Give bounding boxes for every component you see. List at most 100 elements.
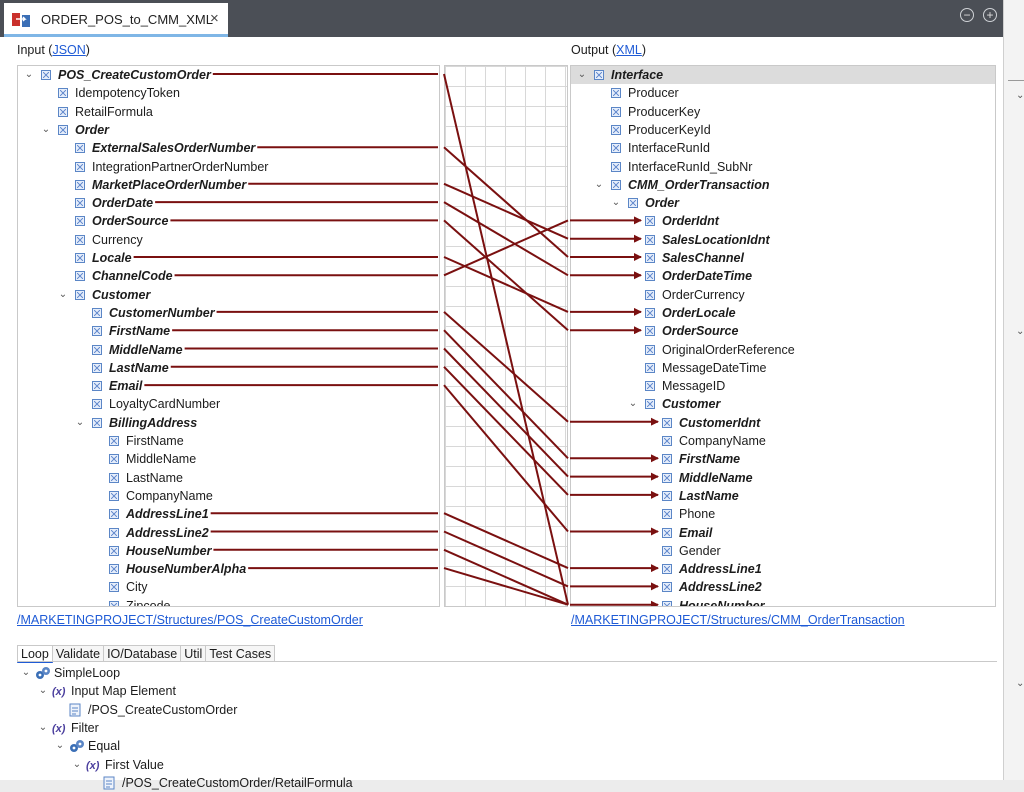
output-tree-row-ordercurrency[interactable]: OrderCurrency	[571, 286, 995, 304]
chevron-down-icon[interactable]: ⌄	[21, 667, 31, 678]
output-tree-row-ordersource[interactable]: OrderSource	[571, 322, 995, 340]
tab-loop[interactable]: Loop	[17, 645, 53, 663]
chevron-down-icon[interactable]: ⌄	[577, 69, 587, 80]
close-icon[interactable]: ×	[210, 10, 219, 27]
chevron-down-icon[interactable]: ⌄	[38, 721, 48, 733]
output-tree-row-orderlocale[interactable]: OrderLocale	[571, 304, 995, 322]
input-format-link[interactable]: JSON	[52, 43, 86, 57]
input-tree-row-retailformula[interactable]: RetailFormula	[18, 103, 439, 121]
output-tree-row-interfacerunid[interactable]: InterfaceRunId	[571, 139, 995, 157]
output-format-link[interactable]: XML	[616, 43, 642, 57]
loop-tree-row-pos-createcustomorder-retailformula[interactable]: /POS_CreateCustomOrder/RetailFormula	[0, 774, 990, 792]
chevron-down-icon[interactable]: ⌄	[55, 740, 65, 752]
input-field-label: City	[126, 580, 148, 595]
input-tree-row-housenumber[interactable]: HouseNumber	[18, 542, 439, 560]
input-tree-row-lastname[interactable]: LastName	[18, 359, 439, 377]
output-tree-row-order[interactable]: ⌄Order	[571, 194, 995, 212]
output-tree-row-email[interactable]: Email	[571, 524, 995, 542]
input-tree-row-lastname[interactable]: LastName	[18, 469, 439, 487]
output-tree-row-lastname[interactable]: LastName	[571, 487, 995, 505]
input-tree-row-customernumber[interactable]: CustomerNumber	[18, 304, 439, 322]
editor-tab[interactable]: ORDER_POS_to_CMM_XML ×	[4, 3, 228, 37]
input-tree-row-loyaltycardnumber[interactable]: LoyaltyCardNumber	[18, 395, 439, 413]
chevron-down-icon[interactable]: ⌄	[72, 758, 82, 770]
input-tree-row-housenumberalpha[interactable]: HouseNumberAlpha	[18, 560, 439, 578]
output-tree-row-phone[interactable]: Phone	[571, 505, 995, 523]
output-tree-row-messageid[interactable]: MessageID	[571, 377, 995, 395]
input-tree-row-locale[interactable]: Locale	[18, 249, 439, 267]
input-tree-row-marketplaceordernumber[interactable]: MarketPlaceOrderNumber	[18, 176, 439, 194]
input-tree-row-firstname[interactable]: FirstName	[18, 432, 439, 450]
input-tree-row-customer[interactable]: ⌄Customer	[18, 286, 439, 304]
output-structure-path[interactable]: /MARKETINGPROJECT/Structures/CMM_OrderTr…	[571, 613, 905, 627]
output-tree-row-messagedatetime[interactable]: MessageDateTime	[571, 359, 995, 377]
chevron-down-icon[interactable]: ⌄	[1016, 90, 1024, 101]
output-tree-row-interface[interactable]: ⌄Interface	[571, 66, 995, 84]
input-tree-row-firstname[interactable]: FirstName	[18, 322, 439, 340]
chevron-down-icon[interactable]: ⌄	[628, 398, 638, 410]
tab-test-cases[interactable]: Test Cases	[205, 645, 276, 662]
output-tree-row-gender[interactable]: Gender	[571, 542, 995, 560]
input-tree-row-addressline1[interactable]: AddressLine1	[18, 505, 439, 523]
loop-tree-row-filter[interactable]: ⌄(x)Filter	[0, 719, 990, 737]
add-icon[interactable]: +	[983, 8, 997, 22]
input-tree-row-city[interactable]: City	[18, 578, 439, 596]
input-tree-row-addressline2[interactable]: AddressLine2	[18, 524, 439, 542]
chevron-down-icon[interactable]: ⌄	[1016, 678, 1024, 689]
output-tree-row-orderdatetime[interactable]: OrderDateTime	[571, 267, 995, 285]
input-tree-row-middlename[interactable]: MiddleName	[18, 450, 439, 468]
input-tree-row-orderdate[interactable]: OrderDate	[18, 194, 439, 212]
output-tree-row-originalorderreference[interactable]: OriginalOrderReference	[571, 341, 995, 359]
output-tree-row-housenumber[interactable]: HouseNumber	[571, 597, 995, 606]
input-tree-row-zipcode[interactable]: Zipcode	[18, 597, 439, 606]
loop-tree-row-first-value[interactable]: ⌄(x)First Value	[0, 756, 990, 774]
output-tree-row-saleschannel[interactable]: SalesChannel	[571, 249, 995, 267]
output-tree-row-addressline2[interactable]: AddressLine2	[571, 578, 995, 596]
input-tree-row-pos-createcustomorder[interactable]: ⌄POS_CreateCustomOrder	[18, 66, 439, 84]
input-tree-row-integrationpartnerordernumber[interactable]: IntegrationPartnerOrderNumber	[18, 158, 439, 176]
input-tree-row-channelcode[interactable]: ChannelCode	[18, 267, 439, 285]
input-tree-row-email[interactable]: Email	[18, 377, 439, 395]
input-tree-row-currency[interactable]: Currency	[18, 231, 439, 249]
chevron-down-icon[interactable]: ⌄	[75, 416, 85, 428]
output-tree-row-customer[interactable]: ⌄Customer	[571, 395, 995, 413]
chevron-down-icon[interactable]: ⌄	[1016, 326, 1024, 337]
chevron-down-icon[interactable]: ⌄	[611, 197, 621, 209]
output-tree-row-cmm-ordertransaction[interactable]: ⌄CMM_OrderTransaction	[571, 176, 995, 194]
input-tree-row-ordersource[interactable]: OrderSource	[18, 212, 439, 230]
tab-io-database[interactable]: IO/Database	[103, 645, 182, 662]
output-tree-row-saleslocationidnt[interactable]: SalesLocationIdnt	[571, 231, 995, 249]
input-structure-path[interactable]: /MARKETINGPROJECT/Structures/POS_CreateC…	[17, 613, 363, 627]
input-tree-row-idempotencytoken[interactable]: IdempotencyToken	[18, 84, 439, 102]
chevron-down-icon[interactable]: ⌄	[594, 178, 604, 190]
output-tree-row-producer[interactable]: Producer	[571, 84, 995, 102]
output-tree-row-producerkeyid[interactable]: ProducerKeyId	[571, 121, 995, 139]
chevron-down-icon[interactable]: ⌄	[24, 69, 34, 80]
output-tree-row-customeridnt[interactable]: CustomerIdnt	[571, 414, 995, 432]
minimize-icon[interactable]: −	[960, 8, 974, 22]
output-tree-row-middlename[interactable]: MiddleName	[571, 469, 995, 487]
loop-tree-row-pos-createcustomorder[interactable]: /POS_CreateCustomOrder	[0, 701, 990, 719]
output-tree-row-producerkey[interactable]: ProducerKey	[571, 103, 995, 121]
chevron-down-icon[interactable]: ⌄	[38, 685, 48, 697]
tab-validate[interactable]: Validate	[51, 645, 105, 662]
input-tree-row-order[interactable]: ⌄Order	[18, 121, 439, 139]
input-tree-row-billingaddress[interactable]: ⌄BillingAddress	[18, 414, 439, 432]
input-tree-row-companyname[interactable]: CompanyName	[18, 487, 439, 505]
chevron-down-icon[interactable]: ⌄	[58, 288, 68, 300]
chevron-down-icon[interactable]: ⌄	[41, 123, 51, 135]
output-tree-row-interfacerunid-subnr[interactable]: InterfaceRunId_SubNr	[571, 158, 995, 176]
loop-tree-row-equal[interactable]: ⌄Equal	[0, 737, 990, 755]
output-tree-row-firstname[interactable]: FirstName	[571, 450, 995, 468]
input-tree-row-middlename[interactable]: MiddleName	[18, 341, 439, 359]
loop-tree-row-input-map-element[interactable]: ⌄(x)Input Map Element	[0, 682, 990, 700]
output-tree-row-orderidnt[interactable]: OrderIdnt	[571, 212, 995, 230]
output-tree-row-companyname[interactable]: CompanyName	[571, 432, 995, 450]
tab-util[interactable]: Util	[180, 645, 207, 662]
input-tree-row-externalsalesordernumber[interactable]: ExternalSalesOrderNumber	[18, 139, 439, 157]
output-tree-row-addressline1[interactable]: AddressLine1	[571, 560, 995, 578]
output-field-label: ProducerKeyId	[628, 122, 711, 137]
loop-tree-row-simpleloop[interactable]: ⌄SimpleLoop	[0, 664, 990, 682]
